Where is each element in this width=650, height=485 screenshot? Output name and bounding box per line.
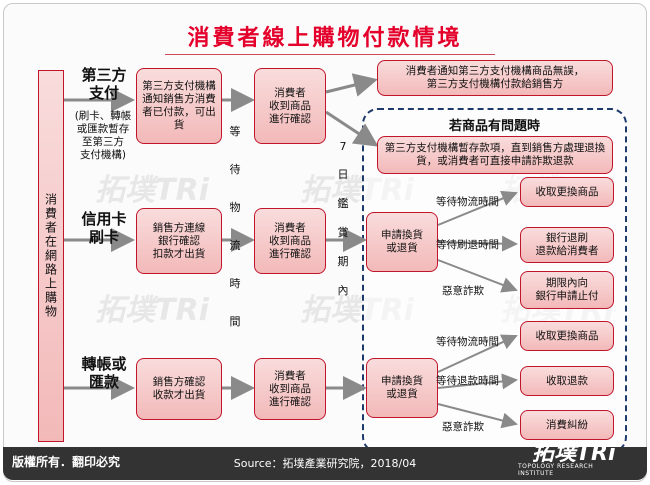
seven-day-char: 日 bbox=[337, 168, 349, 181]
seven-day-char: 7 bbox=[339, 140, 347, 153]
transfer-branch-refund: 等待退款時間 bbox=[436, 375, 499, 387]
wait-logistics-label: 等 待 物 流 時 間 bbox=[225, 123, 245, 329]
wait-char: 待 bbox=[229, 163, 241, 176]
third-party-confirm-box: 消費者 收到商品 進行確認 bbox=[254, 68, 326, 144]
wait-char: 時 bbox=[229, 277, 241, 290]
title-divider bbox=[165, 54, 495, 55]
card-outcome-exchange: 收取更換商品 bbox=[520, 177, 614, 207]
method-credit-card: 信用卡 刷卡 bbox=[81, 210, 127, 246]
wait-char: 間 bbox=[229, 315, 241, 328]
seven-day-char: 內 bbox=[337, 284, 349, 297]
wait-char: 流 bbox=[229, 239, 241, 252]
consumer-online-shopping: 消費者在網路上購物 bbox=[38, 70, 64, 442]
watermark: 拓墣TRi bbox=[95, 293, 209, 328]
transfer-outcome-refund: 收取退款 bbox=[520, 366, 614, 396]
problem-title: 若商品有問題時 bbox=[448, 119, 540, 134]
ok-result-box: 消費者通知第三方支付機構商品無誤， 第三方支付機構付款給銷售方 bbox=[377, 60, 613, 96]
seven-day-char: 鑑 bbox=[337, 197, 349, 210]
card-branch-refund: 等待刷退時間 bbox=[436, 239, 499, 251]
seven-day-char: 賞 bbox=[337, 226, 349, 239]
card-dispute-box: 申請換貨 或退貨 bbox=[366, 212, 438, 272]
left-label: 消費者在網路上購物 bbox=[43, 193, 58, 319]
tri-logo: 拓墣TRi TOPOLOGY RESEARCH INSTITUTE bbox=[510, 435, 630, 481]
copyright-text: 版權所有．翻印必究 bbox=[12, 455, 121, 469]
wait-char: 物 bbox=[229, 201, 241, 214]
seven-day-char: 期 bbox=[337, 255, 349, 268]
wait-char: 等 bbox=[229, 125, 241, 138]
transfer-receive-confirm-box: 消費者 收到商品 進行確認 bbox=[254, 358, 326, 420]
method-transfer: 轉帳或 匯款 bbox=[81, 355, 127, 391]
transfer-branch-fraud: 惡意詐欺 bbox=[442, 421, 484, 433]
third-party-notify-box: 第三方支付機構通知銷售方消費者已付款，可出貨 bbox=[136, 68, 222, 144]
problem-text-box: 第三方支付機構暫存款項，直到銷售方處理退換貨，或消費者可直接申請詐欺退款 bbox=[377, 136, 613, 174]
transfer-outcome-exchange: 收取更換商品 bbox=[520, 321, 614, 351]
card-outcome-stop-payment: 期限內向 銀行申請止付 bbox=[520, 271, 614, 309]
watermark: 拓墣TRi bbox=[95, 173, 209, 208]
page-title: 消費者線上購物付款情境 bbox=[187, 26, 463, 51]
transfer-outcome-dispute: 消費糾紛 bbox=[520, 410, 614, 440]
card-bank-confirm-box: 銷售方連線 銀行確認 扣款才出貨 bbox=[136, 208, 222, 274]
method-third-party-note: (刷卡、轉帳 或匯款暫存 至第三方 支付機構) bbox=[74, 110, 132, 161]
seven-day-label: 7 日 鑑 賞 期 內 bbox=[333, 140, 353, 298]
card-branch-fraud: 惡意詐欺 bbox=[442, 285, 484, 297]
card-outcome-refund: 銀行退刷 退款給消費者 bbox=[520, 227, 614, 263]
card-receive-confirm-box: 消費者 收到商品 進行確認 bbox=[254, 208, 326, 274]
logo-subtext: TOPOLOGY RESEARCH INSTITUTE bbox=[518, 463, 594, 477]
transfer-branch-logistics: 等待物流時間 bbox=[436, 336, 499, 348]
transfer-dispute-box: 申請換貨 或退貨 bbox=[366, 358, 438, 418]
logo-text: 拓墣TRi bbox=[532, 441, 616, 466]
card-branch-logistics: 等待物流時間 bbox=[436, 196, 499, 208]
footer-bar bbox=[3, 447, 647, 480]
transfer-confirm-box: 銷售方確認 收款才出貨 bbox=[136, 358, 222, 420]
source-text: Source：拓墣產業研究院，2018/04 bbox=[233, 457, 417, 470]
method-third-party: 第三方 支付 bbox=[81, 66, 127, 102]
